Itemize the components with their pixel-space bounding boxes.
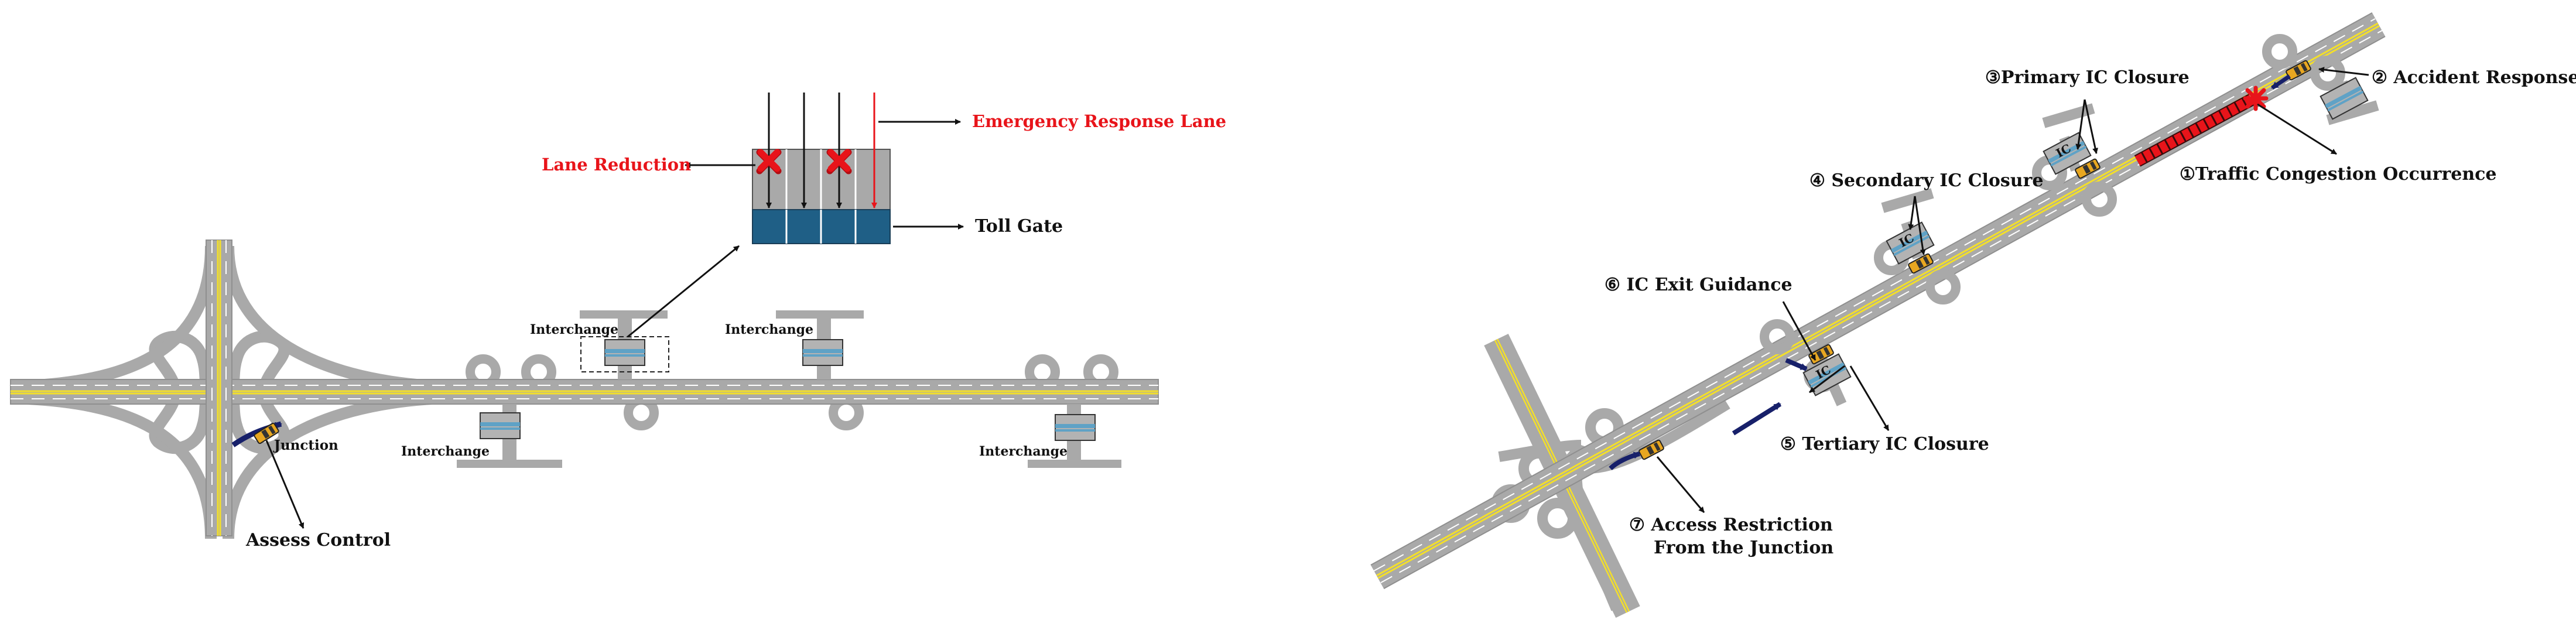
leader-lines (1656, 67, 2369, 513)
flow-arrow (1732, 402, 1782, 436)
ic-box: IC (1886, 221, 1935, 265)
toll-plaza (752, 93, 891, 244)
toll-gate-label: Toll Gate (975, 216, 1063, 237)
right-diagram: IC IC IC (1370, 12, 2576, 618)
access-restriction-label-line2: From the Junction (1654, 538, 1833, 558)
flow-arrow (1785, 358, 1808, 371)
left-diagram: Emergency Response Lane Lane Reduction T… (10, 93, 1226, 550)
interchange-label: Interchange (979, 444, 1068, 459)
interchange-label: Interchange (725, 322, 813, 337)
assess-control-label: Assess Control (245, 530, 391, 550)
response-flow-arrow (2271, 74, 2291, 90)
traffic-congestion-label: ①Traffic Congestion Occurrence (2180, 164, 2497, 184)
ic-exit-guidance-label: ⑥ IC Exit Guidance (1605, 275, 1792, 295)
lane-closed-icon (756, 149, 782, 175)
interchange-box (1055, 414, 1096, 441)
zoom-arrow (627, 245, 740, 338)
lane-closed-icon (826, 149, 852, 175)
accident-icon (2243, 85, 2269, 111)
ic-box: IC (2043, 132, 2092, 175)
junction-label: Junction (273, 437, 338, 453)
interchange-box (480, 412, 521, 439)
access-restriction-label: ⑦ Access Restriction (1629, 515, 1833, 535)
interchange-box (802, 339, 843, 366)
interchange-label: Interchange (530, 322, 618, 337)
lane-reduction-label: Lane Reduction (542, 155, 691, 175)
ic-box: IC (1802, 353, 1852, 396)
interchange-box (604, 339, 645, 366)
emergency-response-lane-label: Emergency Response Lane (972, 111, 1226, 131)
primary-ic-closure-label: ③Primary IC Closure (1985, 67, 2190, 88)
interchange-label: Interchange (401, 444, 490, 459)
main-highway (10, 379, 1159, 405)
cross-highway (206, 240, 232, 536)
interchange-focus-box (580, 336, 669, 372)
secondary-ic-closure-label: ④ Secondary IC Closure (1809, 170, 2044, 191)
main-highway (1370, 12, 2386, 590)
flow-arrow (1609, 451, 1641, 470)
accident-response-label: ② Accident Response (2372, 67, 2576, 88)
tertiary-ic-closure-label: ⑤ Tertiary IC Closure (1780, 434, 1989, 454)
